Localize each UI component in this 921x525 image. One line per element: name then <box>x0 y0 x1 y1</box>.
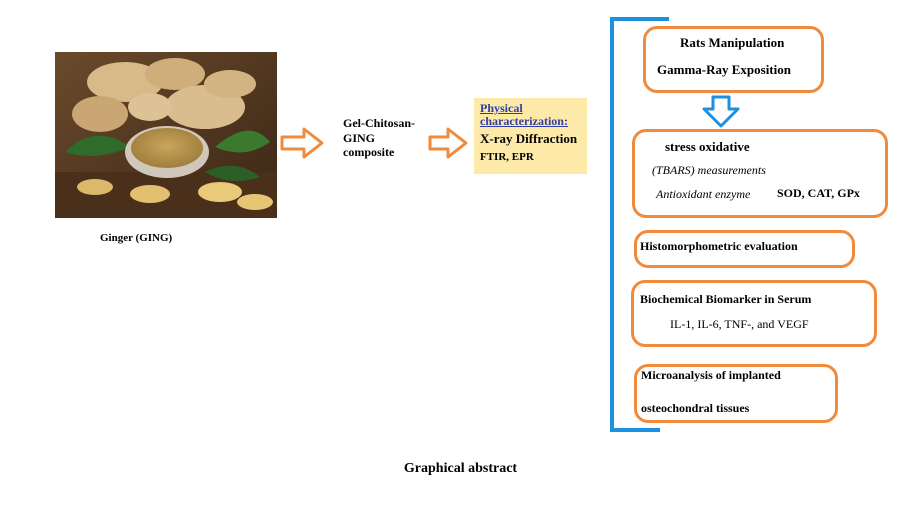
xray-diffraction-label: X-ray Diffraction <box>480 131 578 146</box>
microanalysis-box <box>634 364 838 423</box>
graphical-abstract-caption: Graphical abstract <box>403 461 518 476</box>
rats-manipulation-label: Rats Manipulation <box>680 35 785 50</box>
markers-label: IL-1, IL-6, TNF-, and VEGF <box>670 317 809 331</box>
tbars-label: (TBARS) measurements <box>652 163 766 177</box>
physical-heading-line1: Physical <box>480 101 523 115</box>
ginger-photo <box>55 52 277 218</box>
physical-characterization-box: Physical characterization: X-ray Diffrac… <box>474 98 587 174</box>
histomorphometric-label: Histomorphometric evaluation <box>640 239 798 253</box>
composite-line3: composite <box>343 145 395 159</box>
biochemical-box <box>631 280 877 347</box>
physical-heading-line2: characterization: <box>480 114 568 128</box>
bracket-icon <box>610 17 669 432</box>
down-arrow-icon <box>702 95 740 128</box>
antioxidant-label: Antioxidant enzyme <box>656 187 751 201</box>
stress-oxidative-box <box>632 129 888 218</box>
enzymes-label: SOD, CAT, GPx <box>777 186 860 200</box>
composite-line1: Gel-Chitosan- <box>343 116 415 130</box>
composite-line2: GING <box>343 130 376 145</box>
microanalysis-line1: Microanalysis of implanted <box>641 368 781 382</box>
ftir-epr-label: FTIR, EPR <box>480 151 534 163</box>
right-arrow-icon <box>280 127 324 159</box>
gamma-ray-label: Gamma-Ray Exposition <box>657 62 791 77</box>
stress-oxidative-label: stress oxidative <box>665 139 750 154</box>
rats-manipulation-box <box>643 26 824 93</box>
microanalysis-line2: osteochondral tissues <box>641 401 750 415</box>
histomorphometric-box <box>634 230 855 268</box>
composite-label: Gel-Chitosan- GING composite <box>343 116 443 160</box>
biochemical-label: Biochemical Biomarker in Serum <box>640 292 812 306</box>
right-arrow-icon <box>428 127 468 159</box>
ginger-caption: Ginger (GING) <box>100 232 173 244</box>
